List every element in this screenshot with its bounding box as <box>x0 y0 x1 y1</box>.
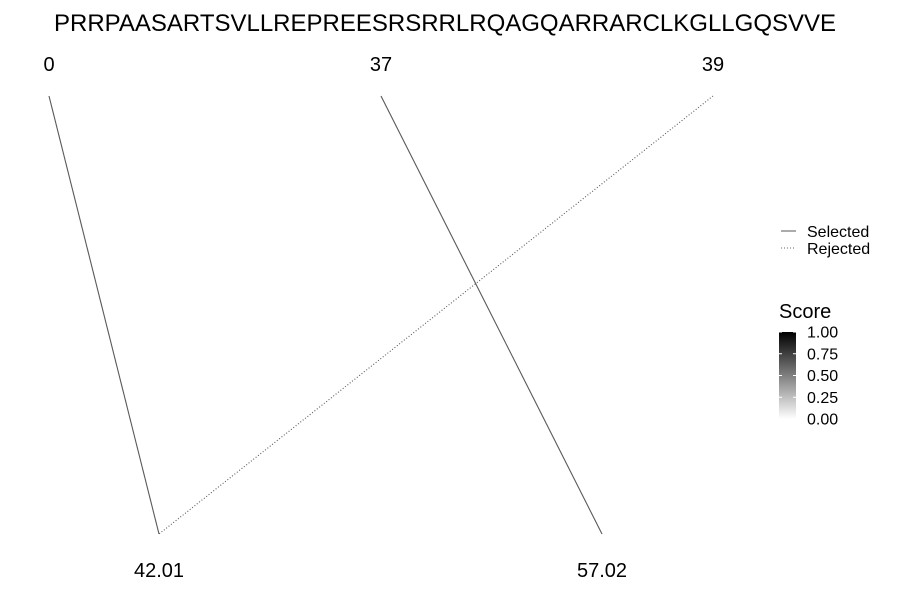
chart-title: PRRPAASARTSVLLREPREESRSRRLRQAGQARRARCLKG… <box>54 10 836 37</box>
legend-selected-label: Selected <box>807 224 869 241</box>
score-tick-label: 0.75 <box>807 346 838 363</box>
status-legend: Selected Rejected <box>781 224 870 258</box>
score-tick-label: 0.50 <box>807 368 838 385</box>
top-label: 0 <box>43 54 54 76</box>
bottom-labels: 42.01 57.02 <box>134 560 627 582</box>
top-label: 39 <box>702 54 724 76</box>
bottom-label: 57.02 <box>577 560 627 582</box>
score-legend-title: Score <box>779 301 831 323</box>
score-colorbar <box>779 332 796 419</box>
bottom-label: 42.01 <box>134 560 184 582</box>
connection-lines <box>48 95 714 535</box>
score-ticks: 1.00 0.75 0.50 0.25 0.00 <box>779 325 838 429</box>
top-label: 37 <box>370 54 392 76</box>
score-tick-label: 0.25 <box>807 390 838 407</box>
legend-rejected-label: Rejected <box>807 241 870 258</box>
score-legend: Score 1.00 0.75 0.50 0.25 0.00 <box>779 301 838 429</box>
selected-connection-line <box>48 95 160 535</box>
top-labels: 0 37 39 <box>43 54 724 76</box>
selected-connection-line <box>380 95 603 535</box>
rejected-connection-line <box>158 95 714 535</box>
score-tick-label: 0.00 <box>807 412 838 429</box>
score-tick-label: 1.00 <box>807 325 838 342</box>
